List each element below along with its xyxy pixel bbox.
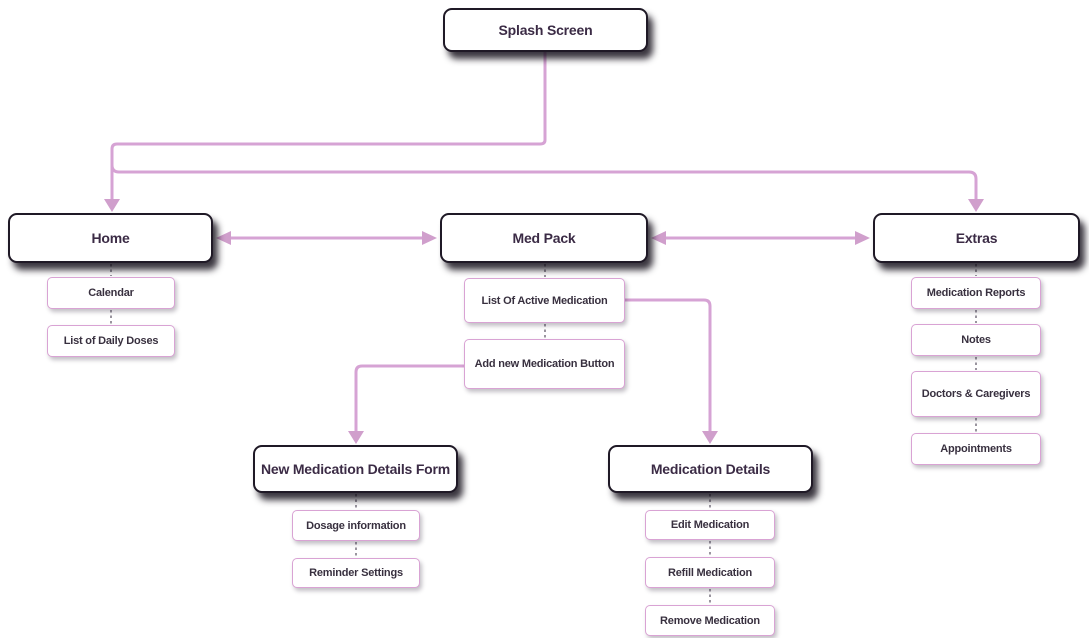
node-list-of-active-medication: List Of Active Medication — [464, 278, 625, 323]
node-new-medication-details-form: New Medication Details Form — [253, 445, 458, 493]
node-notes: Notes — [911, 324, 1041, 356]
arrowhead-into-home — [104, 199, 120, 212]
node-list-of-daily-doses: List of Daily Doses — [47, 325, 175, 357]
node-calendar: Calendar — [47, 277, 175, 309]
node-refill-medication: Refill Medication — [645, 557, 775, 588]
arrowhead-toward-medpack — [422, 231, 437, 245]
arrowhead-toward-medpack-right — [651, 231, 666, 245]
node-add-new-medication-button: Add new Medication Button — [464, 339, 625, 389]
arrowhead-into-medication-details — [702, 431, 718, 444]
arrowhead-toward-extras-left — [855, 231, 870, 245]
node-remove-medication: Remove Medication — [645, 605, 775, 636]
connector-activemed-to-meddetails — [625, 298, 712, 431]
node-splash-screen: Splash Screen — [443, 8, 648, 52]
arrowhead-into-extras — [968, 199, 984, 212]
node-med-pack: Med Pack — [440, 213, 648, 263]
arrowhead-toward-home — [216, 231, 231, 245]
node-reminder-settings: Reminder Settings — [292, 558, 420, 588]
arrowhead-into-new-medication-form — [348, 431, 364, 444]
connector-addnew-to-newform — [354, 364, 464, 431]
node-edit-medication: Edit Medication — [645, 510, 775, 540]
node-medication-details: Medication Details — [608, 445, 813, 493]
connector-splash-to-extras — [110, 164, 978, 199]
node-appointments: Appointments — [911, 433, 1041, 465]
node-dosage-information: Dosage information — [292, 510, 420, 541]
node-extras: Extras — [873, 213, 1080, 263]
connector-splash-to-home — [110, 52, 547, 199]
node-doctors-and-caregivers: Doctors & Caregivers — [911, 371, 1041, 417]
node-medication-reports: Medication Reports — [911, 277, 1041, 309]
node-home: Home — [8, 213, 213, 263]
